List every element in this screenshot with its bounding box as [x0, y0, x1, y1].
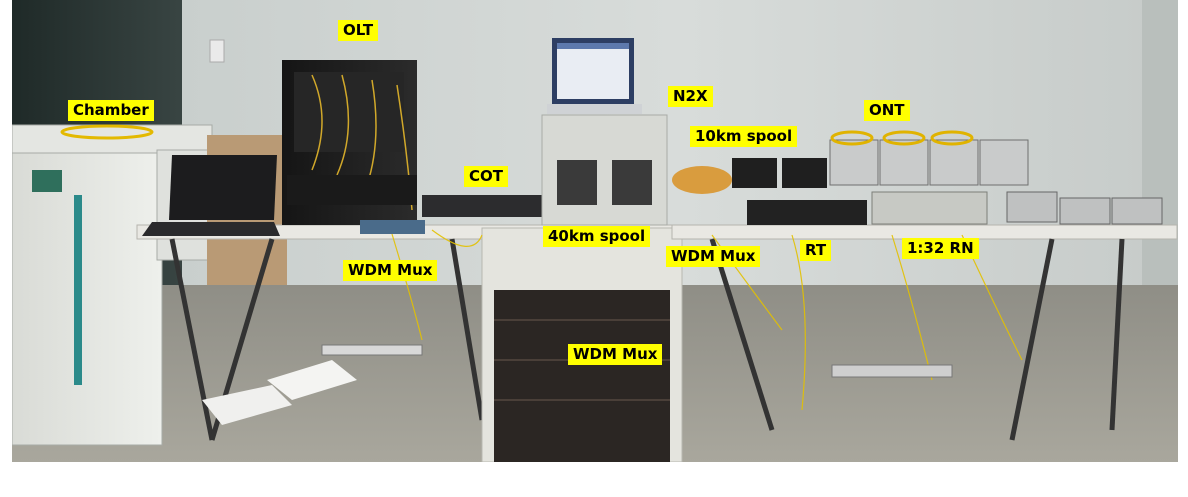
cot-device — [422, 195, 542, 217]
label-chamber: Chamber — [68, 100, 154, 121]
lab-photo: OLT Chamber N2X ONT 10km spool COT 40km … — [12, 0, 1178, 462]
label-1-32-rn: 1:32 RN — [902, 238, 979, 259]
rt-device — [747, 200, 867, 225]
label-wdm-mux-right: WDM Mux — [666, 246, 761, 267]
label-olt: OLT — [338, 20, 379, 41]
rn-splitter-box — [871, 191, 988, 225]
label-ont: ONT — [864, 100, 910, 121]
ont-stack — [829, 139, 1029, 186]
label-wdm-mux-center: WDM Mux — [568, 344, 663, 365]
right-table — [671, 224, 1178, 240]
label-10km-spool: 10km spool — [690, 126, 798, 147]
spool-10km-device — [672, 166, 732, 194]
label-cot: COT — [464, 166, 508, 187]
wdm-mux-left-device — [360, 220, 425, 234]
label-rt: RT — [800, 240, 832, 261]
label-wdm-mux-left: WDM Mux — [343, 260, 438, 281]
lab-equipment-scene — [12, 0, 1178, 462]
label-n2x: N2X — [668, 86, 713, 107]
left-laptop — [169, 155, 277, 220]
label-40km-spool: 40km spool — [543, 226, 651, 247]
